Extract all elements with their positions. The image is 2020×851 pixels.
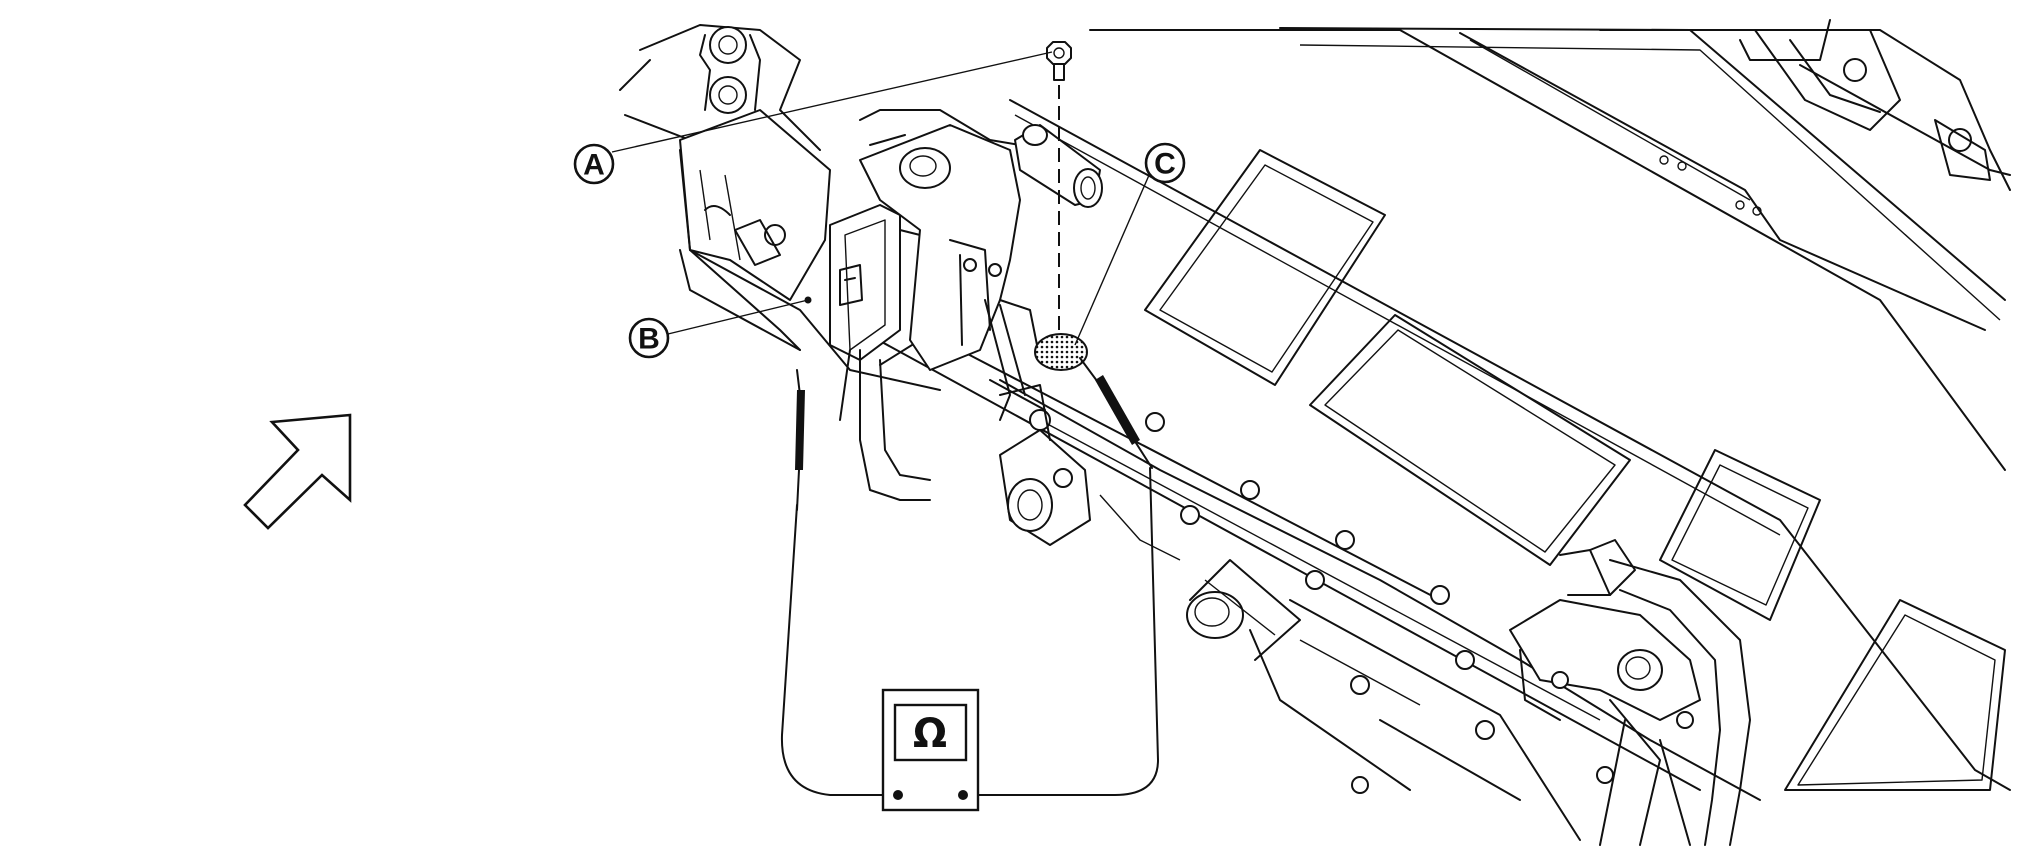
top-left-bolts [699, 26, 761, 114]
callout-leaders [611, 51, 1154, 346]
round-connector-lower [1186, 559, 1301, 661]
lower-connector-c-side [999, 384, 1091, 546]
flange-bolts [1145, 412, 1614, 794]
right-coolant-hose [1559, 539, 1751, 846]
pack-recess-panels [1144, 149, 2006, 791]
ohmmeter-icon: Ω [881, 688, 980, 812]
lower-center-bracket [1249, 599, 1691, 846]
pack-surface-dots [1659, 155, 1762, 216]
callout-c: C [1144, 142, 1186, 184]
battery-pack-outline [1009, 19, 2011, 791]
probe-right [1079, 357, 1153, 469]
svg-text:C: C [1154, 148, 1176, 181]
connector-cables [984, 299, 1181, 561]
left-module-housing [619, 24, 941, 391]
bolt-a [1046, 41, 1072, 81]
meter-test-leads [780, 467, 1159, 796]
terminal-c-ground-point [1034, 333, 1088, 371]
ohmmeter-symbol: Ω [913, 711, 947, 757]
callout-b: B [628, 317, 670, 359]
lower-flange-rail [859, 329, 1761, 801]
probe-left [795, 369, 805, 511]
svg-text:A: A [583, 149, 605, 182]
connector-b-housing [829, 204, 921, 366]
callout-a: A [573, 143, 615, 185]
right-hose-bracket [1509, 599, 1701, 729]
left-coolant-hose [839, 109, 1051, 501]
top-right-bracket [1754, 29, 1991, 181]
svg-text:B: B [638, 323, 660, 356]
front-direction-arrow-icon [243, 413, 352, 530]
elbow-pipe-top [1014, 124, 1103, 208]
center-mount-bracket [859, 124, 1046, 411]
